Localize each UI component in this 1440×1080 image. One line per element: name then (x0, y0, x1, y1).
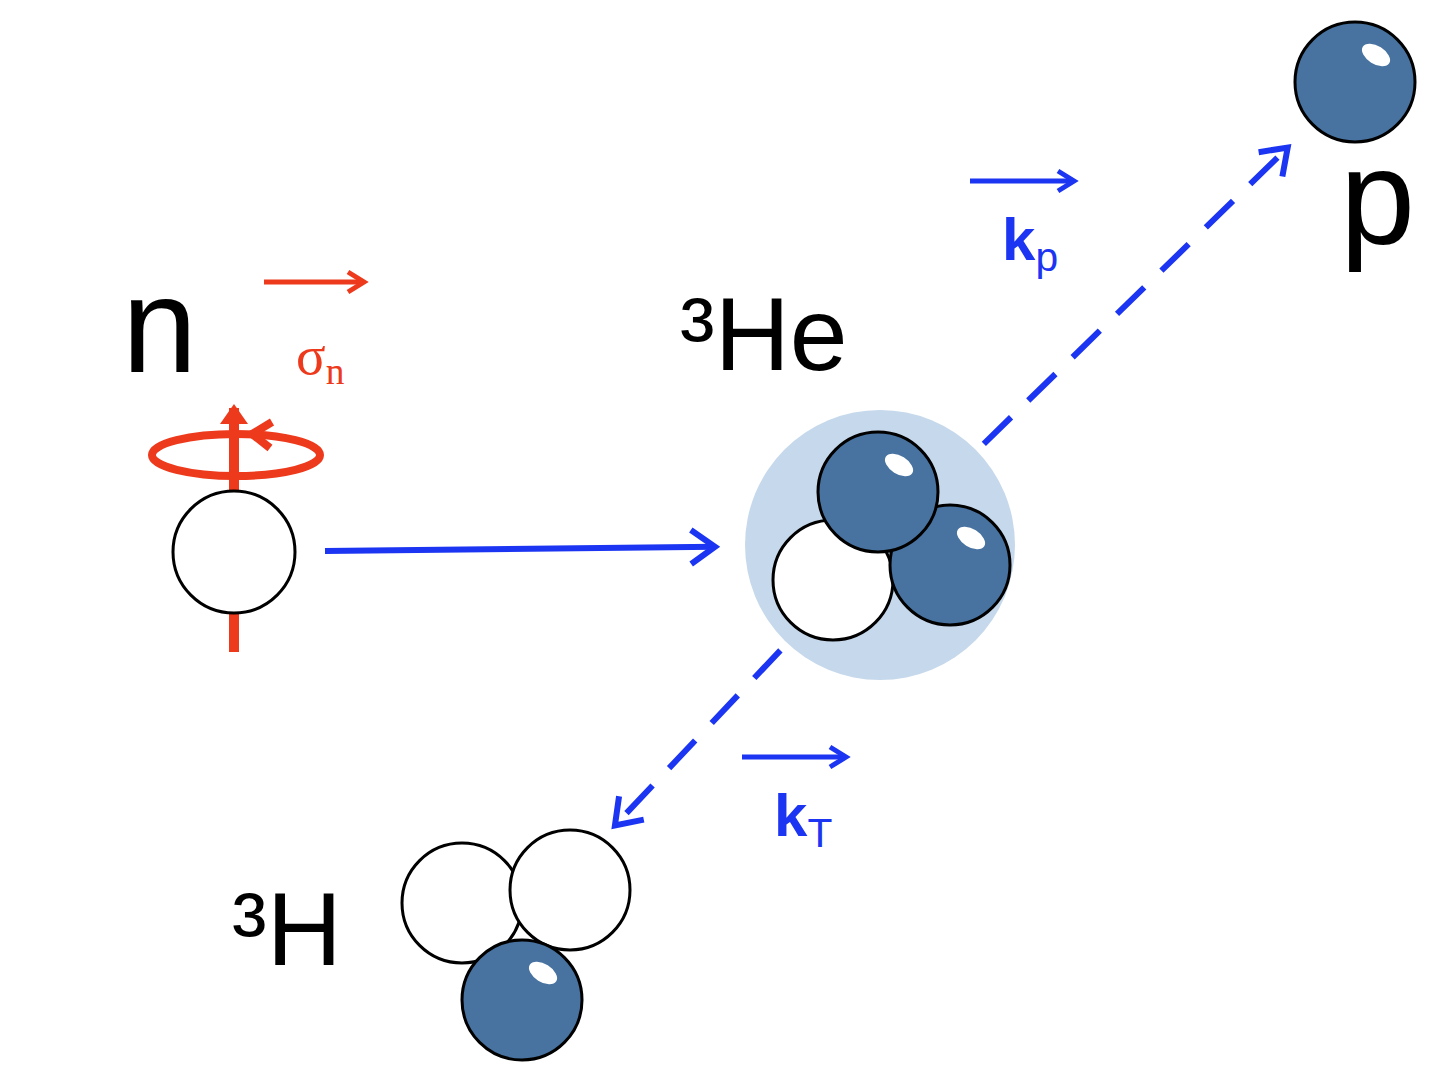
neutron-sphere (173, 491, 295, 613)
main-glyph: σ (296, 325, 326, 386)
highlight (1358, 39, 1394, 71)
highlight (525, 957, 561, 989)
vector-arrow (970, 179, 1074, 184)
subscript: n (326, 351, 345, 392)
vector-arrow (264, 280, 364, 285)
nucleus-label: ³H (232, 877, 342, 981)
emission-path (615, 650, 780, 825)
vector-arrowhead (1058, 171, 1074, 191)
momentum-symbol: kT (774, 786, 858, 854)
spin-rotation (152, 434, 320, 476)
nucleus-label: ³He (680, 282, 848, 386)
particle-label: n (122, 258, 197, 393)
vector-arrow (738, 742, 858, 772)
spin-arrowhead (220, 404, 248, 424)
vector-arrowhead (830, 747, 846, 767)
main-glyph: k (1002, 206, 1035, 273)
momentum-symbol: kp (1002, 210, 1086, 278)
vector-arrow (966, 166, 1086, 196)
vector-arrow (742, 755, 846, 760)
helium3-nucleus: ³He (675, 275, 1030, 695)
vector-arrowhead (348, 272, 364, 292)
proton-particle: p (1285, 15, 1435, 290)
emission-path (984, 148, 1288, 444)
spin-symbol: σn (296, 328, 344, 391)
subscript: p (1035, 234, 1058, 280)
beam-arrow (325, 547, 715, 551)
highlight (881, 449, 917, 481)
particle-label: p (1340, 130, 1415, 265)
neutron-sphere (510, 830, 630, 950)
momentum-label: kT (738, 742, 858, 854)
highlight (953, 522, 989, 554)
triton-nucleus: ³H (225, 825, 645, 1075)
proton-sphere (818, 432, 938, 552)
rotation-arrowhead (252, 422, 272, 448)
momentum-label: kp (966, 166, 1086, 278)
proton-sphere (462, 940, 582, 1060)
subscript: T (807, 810, 832, 856)
neutron-particle: nσn (110, 250, 380, 670)
proton-sphere (1295, 22, 1415, 142)
main-glyph: k (774, 782, 807, 849)
nucleus-cloud (745, 410, 1015, 680)
anchor-ring (1295, 22, 1415, 142)
